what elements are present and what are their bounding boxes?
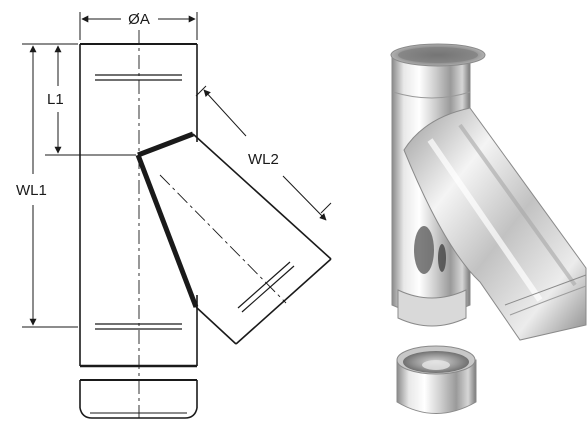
top-socket-lines <box>95 74 182 81</box>
label-l1: L1 <box>47 91 64 108</box>
end-cap <box>79 379 198 419</box>
label-diameter: ØA <box>128 11 150 28</box>
label-wl1: WL1 <box>16 182 47 199</box>
photo-end-cap <box>396 345 477 414</box>
label-wl2: WL2 <box>248 151 279 168</box>
product-photo <box>390 43 587 414</box>
branch-centerline <box>159 174 287 304</box>
technical-drawing <box>22 12 332 419</box>
dimension-extension-lines <box>22 43 136 328</box>
dimension-wl2 <box>195 85 332 221</box>
photo-bottom-collar <box>397 289 467 327</box>
main-pipe <box>79 43 198 368</box>
branch-pipe <box>135 131 332 345</box>
photo-reflection <box>414 226 434 274</box>
bottom-socket-lines <box>95 323 182 330</box>
dimension-diameter <box>79 12 198 40</box>
